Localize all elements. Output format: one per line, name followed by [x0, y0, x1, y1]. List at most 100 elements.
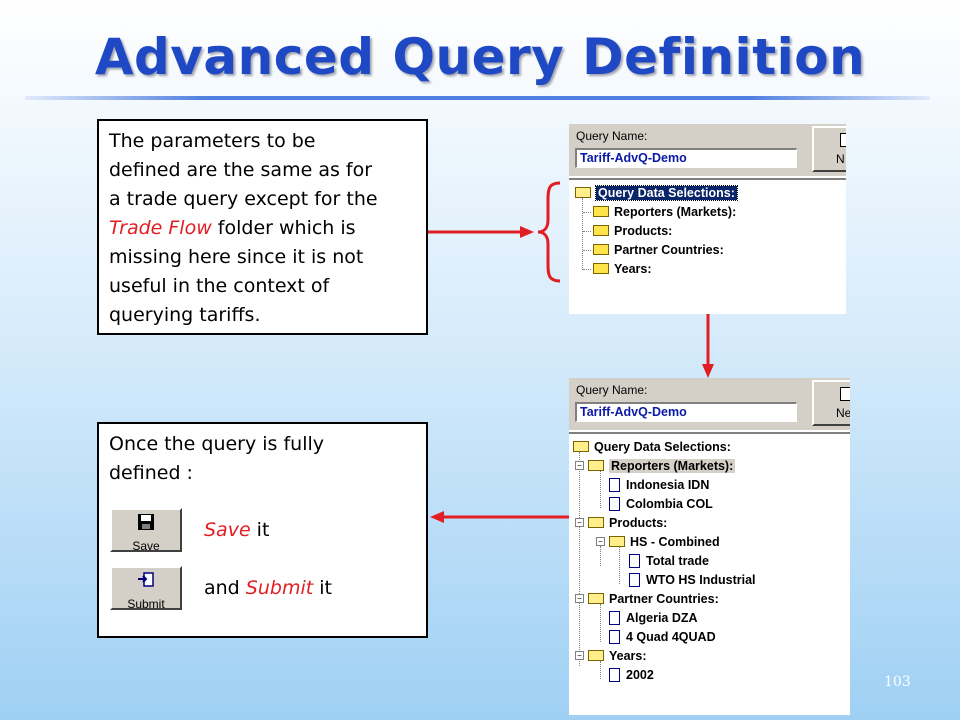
- tree-node-label: Years:: [609, 649, 647, 663]
- tree-node-label: Products:: [614, 224, 673, 238]
- tree-node-hs[interactable]: − HS - Combined: [596, 533, 720, 551]
- document-icon: [609, 629, 620, 644]
- tree-node-years[interactable]: Years:: [593, 260, 652, 278]
- tree-node-products[interactable]: Products:: [593, 222, 672, 240]
- tree-node-label: Algeria DZA: [626, 611, 698, 625]
- query-header: Query Name: Tariff-AdvQ-Demo Ne: [569, 378, 850, 430]
- folder-icon: [593, 206, 609, 218]
- floppy-disk-icon: [138, 514, 154, 530]
- folder-icon: [593, 263, 609, 275]
- tree-leaf-product[interactable]: Total trade: [629, 552, 709, 570]
- trade-flow-emphasis: Trade Flow: [109, 217, 212, 239]
- submit-instruction: and Submit it: [204, 574, 332, 603]
- arrow-head-right: [520, 226, 534, 238]
- folder-icon: [593, 225, 609, 237]
- tree-guide: [582, 198, 583, 270]
- tree-connector: [583, 231, 591, 232]
- tree-leaf-year[interactable]: 2002: [609, 666, 654, 684]
- collapse-icon: −: [575, 651, 584, 661]
- instructions-box: Once the query is fully defined : Save S…: [97, 422, 428, 638]
- new-query-button[interactable]: N: [812, 126, 846, 172]
- folder-open-icon: [609, 536, 625, 548]
- folder-open-icon: [588, 460, 604, 472]
- document-icon: [629, 572, 640, 587]
- tree-node-label: Products:: [609, 516, 668, 530]
- tree-leaf-reporter[interactable]: Indonesia IDN: [609, 476, 709, 494]
- tree-leaf-partner[interactable]: Algeria DZA: [609, 609, 698, 627]
- submit-arrow-icon: [138, 572, 154, 587]
- submit-button[interactable]: Submit: [110, 566, 182, 611]
- tree-node-label: Total trade: [646, 554, 709, 568]
- new-query-button[interactable]: Ne: [812, 380, 850, 426]
- tree-leaf-product[interactable]: WTO HS Industrial: [629, 571, 756, 589]
- tree-node-label: WTO HS Industrial: [646, 573, 756, 587]
- tree-node-label: Years:: [614, 262, 652, 276]
- query-name-label: Query Name:: [576, 383, 648, 397]
- slide-title: Advanced Query Definition: [94, 28, 866, 86]
- tree-node-label: Query Data Selections:: [594, 440, 731, 454]
- document-icon: [609, 667, 620, 682]
- query-panel-empty: Query Name: Tariff-AdvQ-Demo N Query Dat…: [569, 124, 846, 314]
- submit-instruction-text: it: [313, 577, 332, 599]
- save-emphasis: Save: [204, 519, 251, 541]
- new-button-label: N: [836, 152, 845, 166]
- folder-open-icon: [588, 593, 604, 605]
- explanation-line: querying tariffs.: [109, 304, 261, 326]
- tree-node-label: Partner Countries:: [609, 592, 719, 606]
- collapse-icon: −: [575, 594, 584, 604]
- title-underline: [25, 96, 930, 100]
- query-panel-filled: Query Name: Tariff-AdvQ-Demo Ne Query Da…: [569, 378, 850, 715]
- instruction-line: defined :: [109, 462, 193, 484]
- document-icon: [629, 553, 640, 568]
- save-instruction: Save it: [204, 516, 269, 545]
- collapse-icon: −: [575, 518, 584, 528]
- folder-open-icon: [588, 650, 604, 662]
- tree-node-root[interactable]: Query Data Selections:: [575, 184, 738, 202]
- instruction-line: Once the query is fully: [109, 433, 325, 455]
- tree-leaf-reporter[interactable]: Colombia COL: [609, 495, 713, 513]
- folder-open-icon: [573, 441, 589, 453]
- explanation-line: a trade query except for the: [109, 188, 378, 210]
- tree-guide: [619, 546, 620, 584]
- new-document-icon: [840, 133, 846, 147]
- tree-node-label: 2002: [626, 668, 654, 682]
- tree-node-label: Reporters (Markets):: [614, 205, 737, 219]
- tree-node-root[interactable]: Query Data Selections:: [573, 438, 731, 456]
- document-icon: [609, 496, 620, 511]
- query-header: Query Name: Tariff-AdvQ-Demo N: [569, 124, 846, 176]
- document-icon: [609, 610, 620, 625]
- explanation-text: folder which is: [211, 217, 356, 239]
- tree-node-label: Indonesia IDN: [626, 478, 710, 492]
- curly-brace: [537, 181, 561, 283]
- folder-open-icon: [575, 187, 591, 199]
- query-name-input[interactable]: Tariff-AdvQ-Demo: [575, 148, 797, 168]
- tree-connector: [583, 250, 591, 251]
- tree-node-products[interactable]: − Products:: [575, 514, 667, 532]
- new-document-icon: [840, 387, 850, 401]
- page-number: 103: [884, 674, 911, 690]
- tree-connector: [583, 269, 591, 270]
- tree-node-label: Query Data Selections:: [595, 185, 738, 201]
- explanation-line: useful in the context of: [109, 275, 330, 297]
- save-button-label: Save: [132, 539, 160, 553]
- collapse-icon: −: [596, 537, 605, 547]
- tree-node-years[interactable]: − Years:: [575, 647, 647, 665]
- arrow-head-down: [702, 364, 714, 378]
- tree-node-partners[interactable]: − Partner Countries:: [575, 590, 719, 608]
- tree-guide: [600, 661, 601, 679]
- document-icon: [609, 477, 620, 492]
- tree-node-label: HS - Combined: [630, 535, 720, 549]
- tree-guide: [600, 604, 601, 642]
- query-tree: Query Data Selections: Reporters (Market…: [569, 178, 846, 314]
- tree-node-reporters[interactable]: Reporters (Markets):: [593, 203, 736, 221]
- tree-node-label: Reporters (Markets):: [609, 459, 736, 473]
- query-name-label: Query Name:: [576, 129, 648, 143]
- tree-connector: [583, 212, 591, 213]
- tree-node-label: 4 Quad 4QUAD: [626, 630, 716, 644]
- tree-leaf-partner[interactable]: 4 Quad 4QUAD: [609, 628, 716, 646]
- tree-node-partners[interactable]: Partner Countries:: [593, 241, 724, 259]
- tree-node-reporters[interactable]: −Reporters (Markets):: [575, 457, 736, 475]
- query-name-input[interactable]: Tariff-AdvQ-Demo: [575, 402, 797, 422]
- save-button[interactable]: Save: [110, 508, 182, 553]
- explanation-box: The parameters to be defined are the sam…: [97, 119, 428, 335]
